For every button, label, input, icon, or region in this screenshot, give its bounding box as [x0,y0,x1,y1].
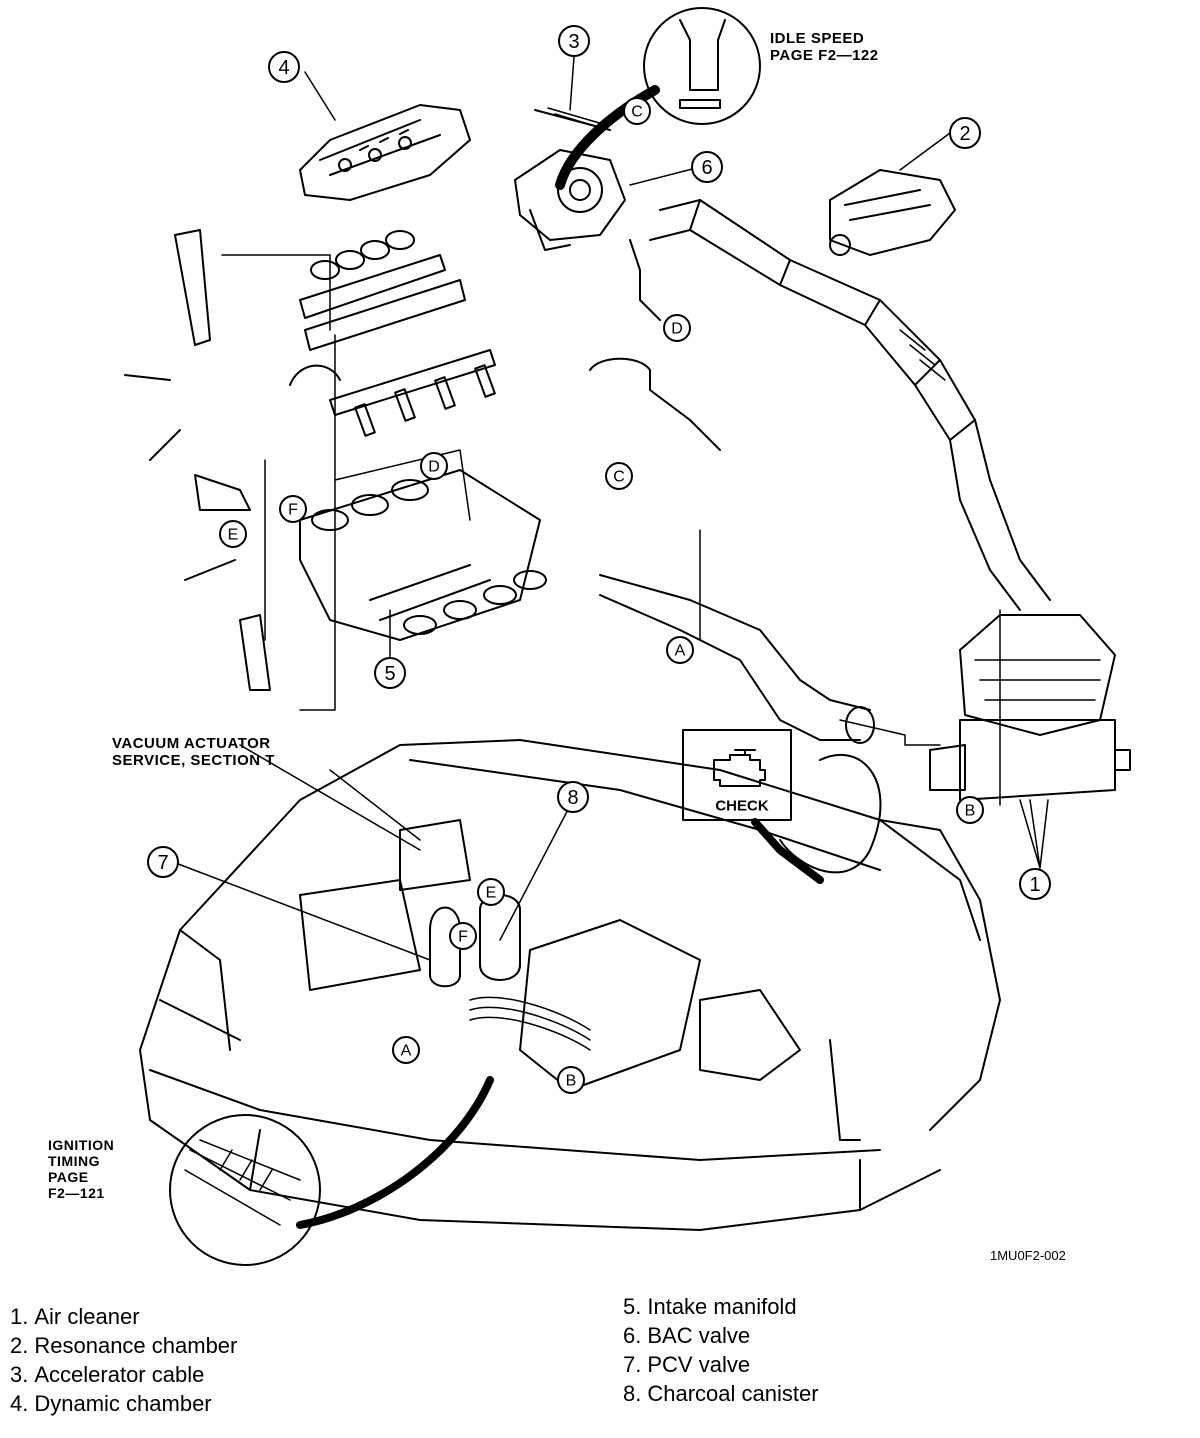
callout-5 [374,657,406,689]
callout-b-right [956,796,984,824]
ignition-timing-note: IGNITION TIMING PAGE F2—121 [48,1137,115,1201]
callout-b-bay [557,1066,585,1094]
legend-item: 4.Dynamic chamber [10,1391,212,1416]
callout-f-left [279,495,307,523]
callout-b-bay-label: B [566,1073,577,1090]
vehicle-body [139,739,1001,1231]
callout-6-label: 6 [701,157,712,179]
figure-id: 1MU0F2-002 [990,1248,1066,1263]
callout-4-label: 4 [278,57,289,79]
callout-3 [558,25,590,57]
legend-left: 1.Air cleaner 2.Resonance chamber 3.Acce… [10,1302,237,1418]
callout-d-mid-label: D [428,459,440,476]
legend-item: 2.Resonance chamber [10,1333,238,1358]
check-engine-icon [713,749,766,787]
callout-2 [949,117,981,149]
idle-speed-magnifier [643,7,761,125]
callout-5-label: 5 [384,663,395,685]
chamber-gaskets [299,230,466,351]
vacuum-actuator-note: VACUUM ACTUATOR SERVICE, SECTION T [112,735,275,769]
callout-a-top [666,636,694,664]
callout-d-mid [420,452,448,480]
callout-1 [1019,868,1051,900]
legend-item: 6.BAC valve [623,1323,751,1348]
throttle-body-bac-valve [514,149,626,251]
callout-8 [557,781,589,813]
air-intake-hose [649,199,1051,611]
engine-exploded-diagram: 4 3 6 2 5 7 8 1 C D C D E F A B E F A B … [124,7,1131,1266]
air-cleaner [929,614,1131,801]
callout-c-mid [605,462,633,490]
callout-6 [691,151,723,183]
callout-3-label: 3 [568,31,579,53]
callout-a-top-label: A [675,643,686,660]
callout-d-top-label: D [671,321,683,338]
callout-e-bay-label: E [486,885,497,902]
callout-c-top [623,97,651,125]
callout-c-top-label: C [631,104,643,121]
callout-7-label: 7 [157,852,168,874]
ignition-timing-magnifier [169,1114,321,1266]
callout-e-left-label: E [228,527,239,544]
check-lamp-label: CHECK [715,798,769,815]
callout-a-bay-label: A [401,1043,412,1060]
resonance-chamber [829,169,956,256]
callout-1-label: 1 [1029,874,1040,896]
callout-f-bay [449,922,477,950]
callout-e-bay [477,878,505,906]
callout-8-label: 8 [567,787,578,809]
check-engine-box [682,729,792,821]
callout-e-left [219,520,247,548]
callout-f-left-label: F [288,502,298,519]
vacuum-pipe-d [629,239,661,321]
legend-item: 3.Accelerator cable [10,1362,205,1387]
callout-7 [147,846,179,878]
callout-f-bay-label: F [458,929,468,946]
idle-speed-note: IDLE SPEED PAGE F2—122 [770,30,879,64]
legend-right: 5.Intake manifold 6.BAC valve 7.PCV valv… [623,1292,819,1408]
legend-item: 8.Charcoal canister [623,1381,819,1406]
intake-manifold [299,469,547,641]
engine-bay [299,754,882,1141]
legend-item: 5.Intake manifold [623,1294,797,1319]
callout-c-mid-label: C [613,469,625,486]
brackets-left [124,229,271,691]
legend-item: 1.Air cleaner [10,1304,140,1329]
dynamic-chamber [299,104,471,201]
callout-2-label: 2 [959,123,970,145]
callout-d-top [663,314,691,342]
callout-b-right-label: B [965,803,976,820]
fuel-rail-injectors [289,349,496,437]
callout-a-bay [392,1036,420,1064]
air-duct [599,574,875,744]
callout-4 [268,51,300,83]
vacuum-pipe-c [589,357,721,451]
legend-item: 7.PCV valve [623,1352,751,1377]
